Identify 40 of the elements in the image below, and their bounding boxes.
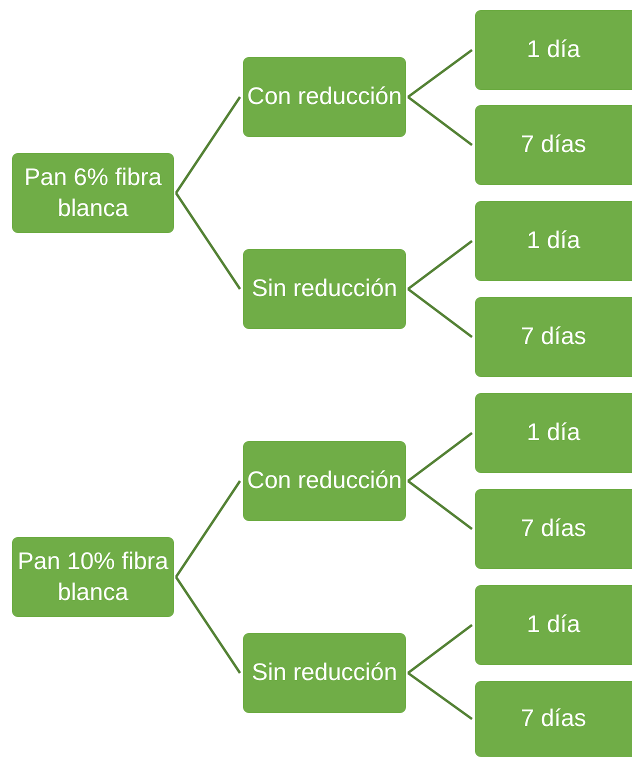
connector-line (407, 96, 473, 146)
node-label: 1 día (526, 35, 580, 66)
node-label: 7 días (520, 514, 586, 544)
process-box (475, 297, 632, 377)
node-label: Sin reducción (252, 274, 398, 304)
process-box (475, 489, 632, 569)
connector-line (407, 672, 473, 720)
node-label: 7 días (520, 322, 586, 352)
node-label: Sin reducción (252, 658, 398, 688)
connector-line (407, 49, 473, 98)
process-box (12, 153, 174, 233)
process-box (12, 537, 174, 617)
connector-line (174, 192, 242, 290)
connector-line (407, 624, 473, 674)
connector-line (174, 96, 242, 194)
process-box (475, 105, 632, 185)
process-box (243, 633, 406, 713)
connector-line (174, 480, 242, 578)
process-box (475, 10, 632, 90)
connector-line (174, 576, 242, 674)
process-box (243, 249, 406, 329)
process-box (475, 585, 632, 665)
process-box (475, 393, 632, 473)
node-label: Pan 6% fibra blanca (23, 162, 163, 224)
process-box (475, 201, 632, 281)
process-box (243, 57, 406, 137)
connector-line (407, 432, 473, 482)
connector-line (407, 288, 473, 338)
node-label: Con reducción (247, 82, 402, 112)
process-box (475, 681, 632, 757)
node-label: 7 días (520, 130, 586, 160)
node-label: 7 días (520, 704, 586, 734)
node-label: Con reducción (247, 466, 402, 496)
node-label: 1 día (526, 226, 580, 256)
node-label: 1 día (526, 610, 580, 640)
connector-line (407, 480, 473, 530)
process-box (243, 441, 406, 521)
connector-line (407, 240, 473, 290)
node-label: 1 día (526, 418, 580, 448)
node-label: Pan 10% fibra blanca (16, 546, 170, 608)
